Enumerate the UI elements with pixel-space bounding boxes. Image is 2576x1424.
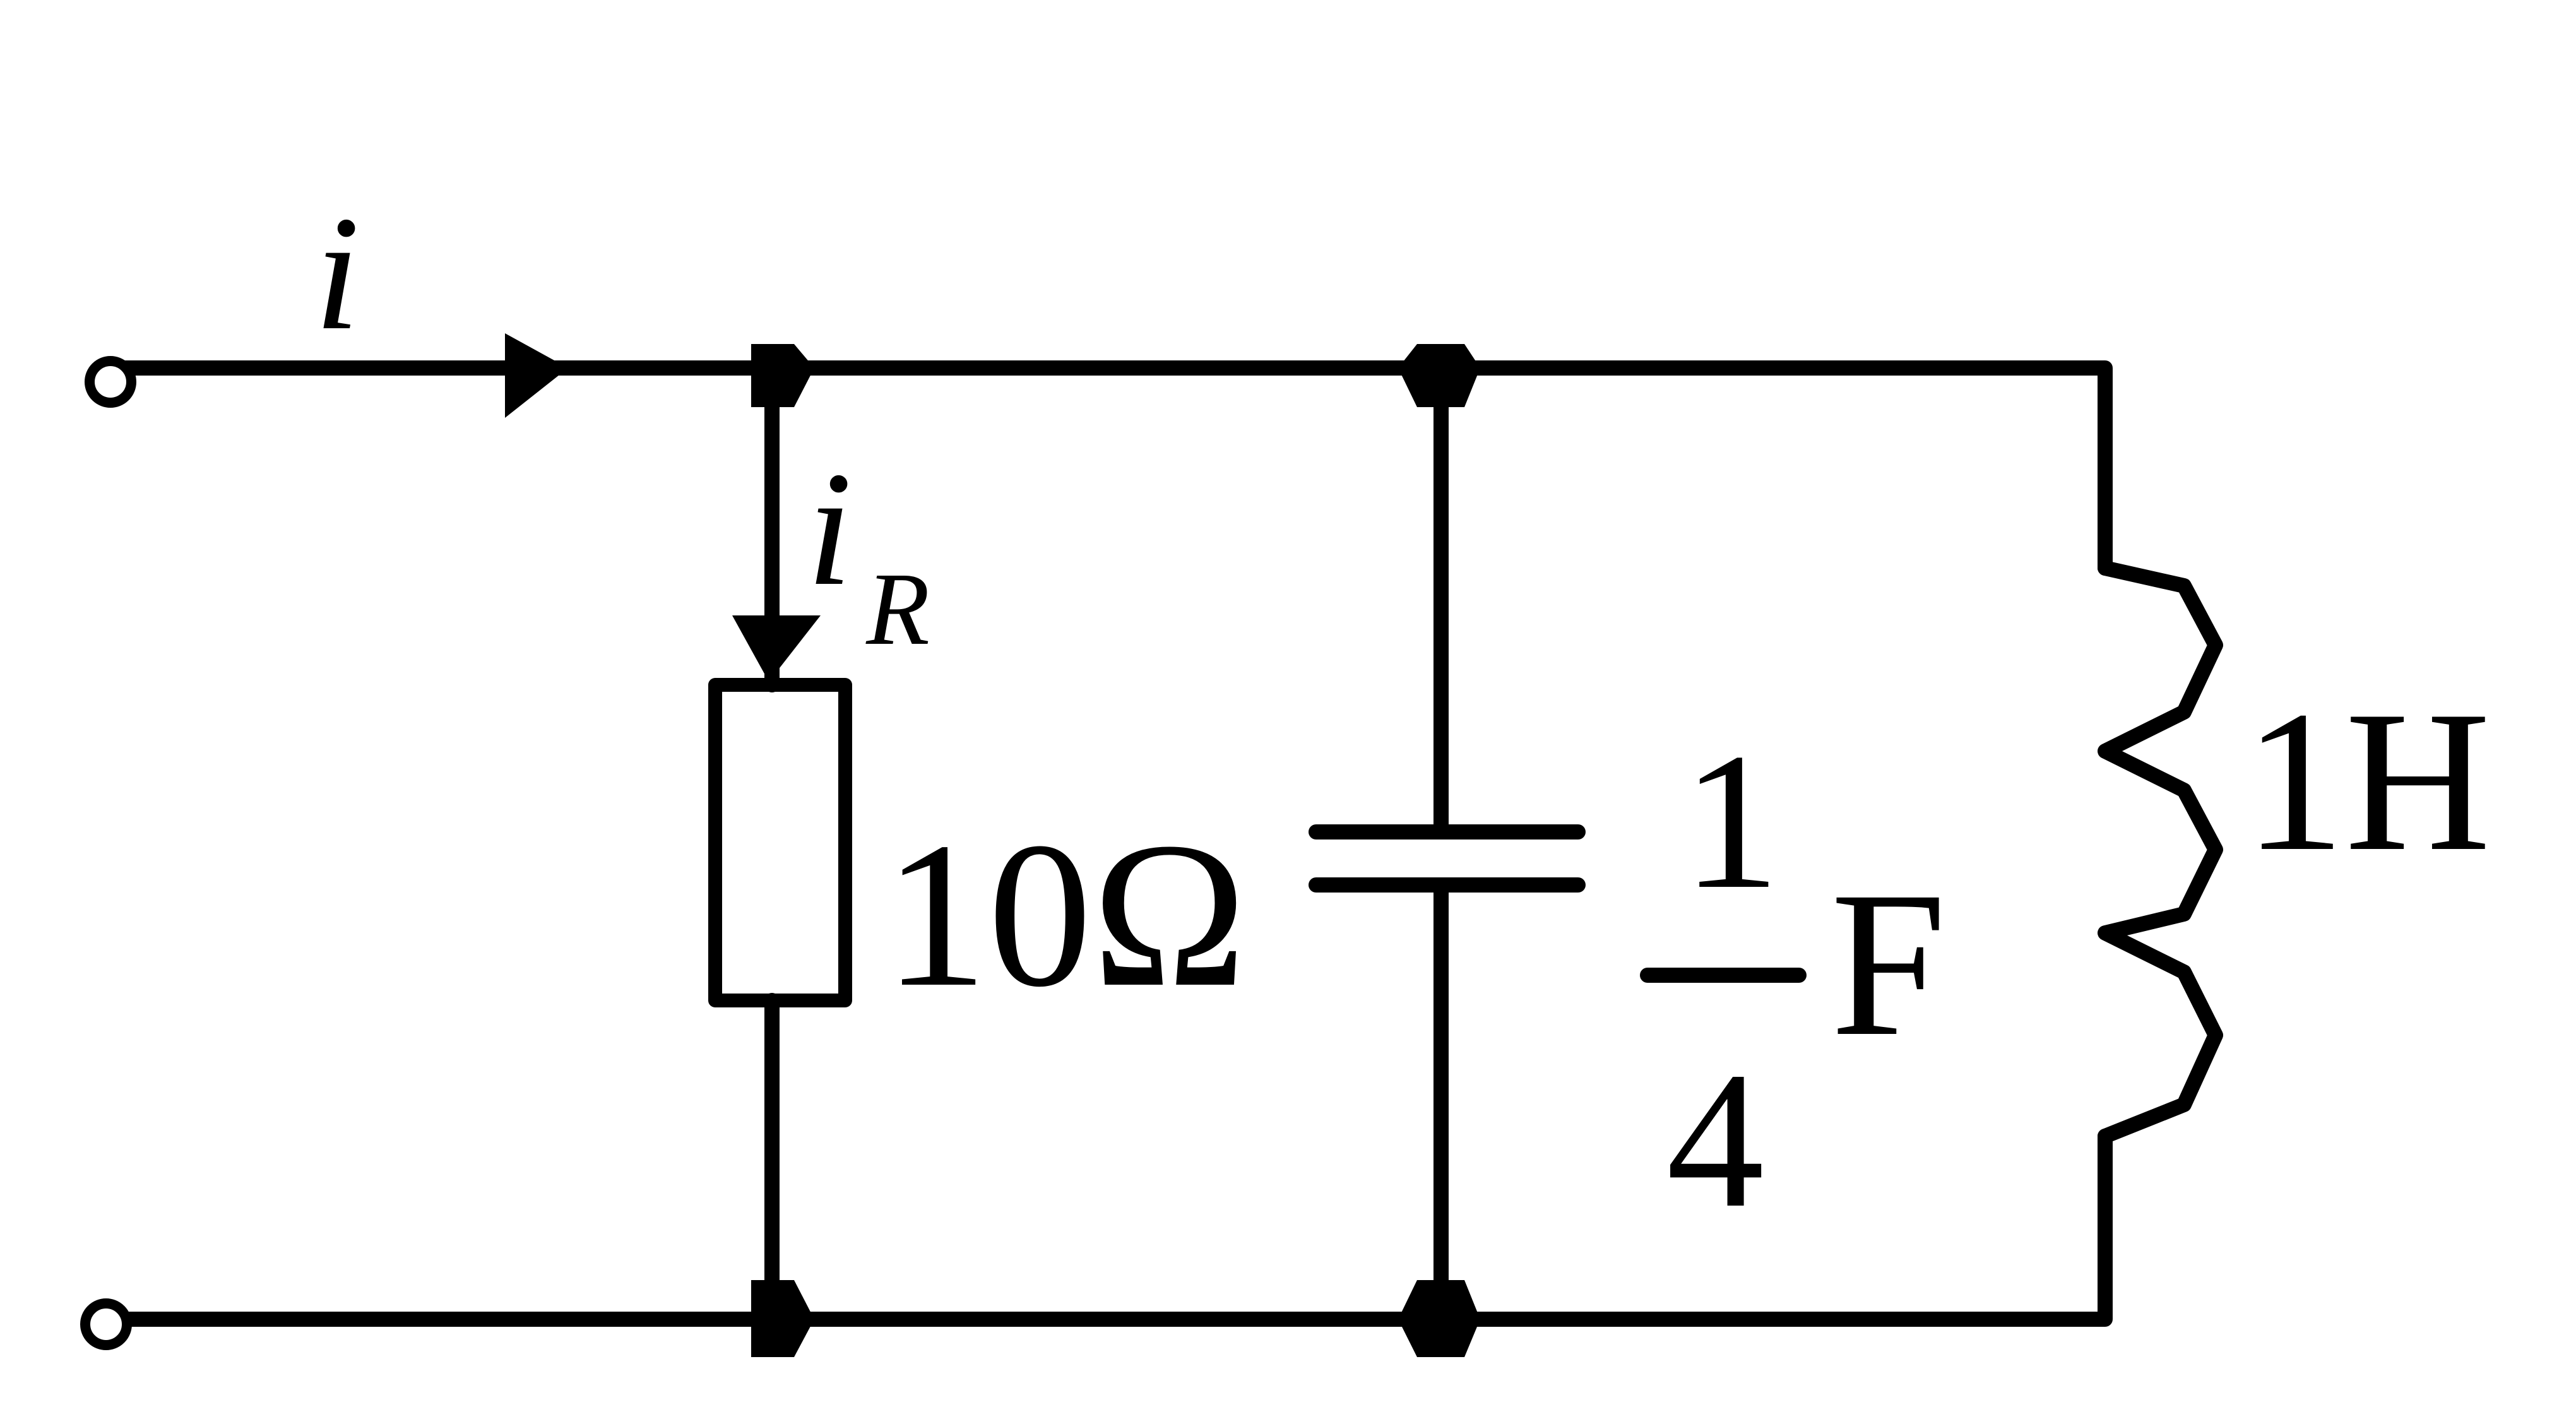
input-terminal-top — [85, 356, 136, 408]
resistor-symbol — [708, 678, 852, 1007]
top-wire — [116, 360, 2113, 576]
source-current-arrow-icon — [505, 333, 568, 418]
capacitor-unit-label: F — [1831, 849, 1947, 1079]
junction-node-bottom-middle — [1398, 1280, 1480, 1357]
resistor-current-arrow-icon — [732, 615, 821, 682]
junction-node-top-left — [751, 344, 814, 407]
capacitor-value-denominator: 4 — [1666, 1032, 1764, 1249]
resistor-value-label: 10Ω — [884, 800, 1247, 1030]
junction-node-bottom-left — [751, 1280, 814, 1357]
source-current-label: i — [314, 182, 360, 364]
inductor-value-label: 1H — [2244, 670, 2491, 893]
resistor-current-subscript: R — [865, 551, 930, 667]
resistor-current-main: i — [807, 438, 852, 620]
bottom-wire — [112, 1129, 2113, 1327]
inductor-symbol — [2098, 561, 2223, 1144]
capacitor-value-numerator: 1 — [1682, 713, 1780, 930]
input-terminal-bottom — [80, 1298, 132, 1350]
junction-node-top-middle — [1398, 344, 1480, 407]
